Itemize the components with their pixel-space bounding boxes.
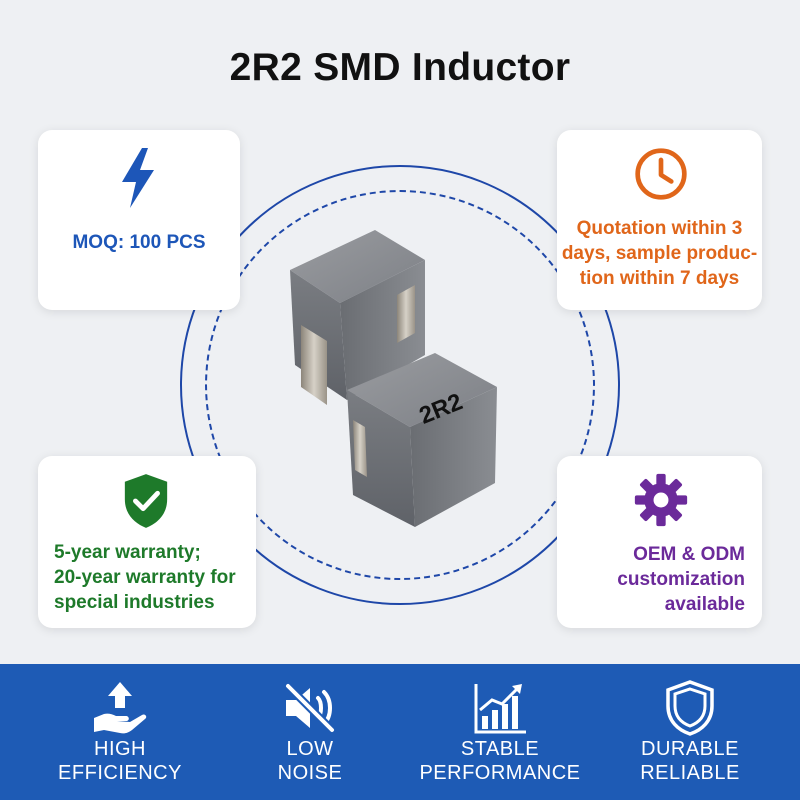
feature-label-2: RELIABLE (640, 762, 740, 784)
warranty-line-3: special industries (54, 592, 215, 613)
warranty-line-2: 20-year warranty for (54, 567, 236, 588)
hand-arrow-up-icon (94, 682, 147, 734)
oem-card: OEM & ODM customization available (557, 456, 762, 628)
quotation-line-2: days, sample produc- (561, 243, 758, 264)
feature-band: HIGH EFFICIENCY LOW NOISE STABLE PERFORM… (0, 664, 800, 800)
clock-icon (635, 148, 687, 200)
feature-stable-performance: STABLE PERFORMANCE (400, 664, 600, 800)
quotation-card: Quotation within 3 days, sample produc- … (557, 130, 762, 310)
growth-chart-icon (474, 684, 526, 734)
feature-label-1: DURABLE (641, 738, 739, 760)
outer-ring (180, 165, 620, 605)
speaker-mute-icon (285, 683, 335, 733)
oem-line-1: OEM & ODM (633, 544, 745, 565)
feature-label-1: STABLE (460, 738, 540, 760)
quotation-line-3: tion within 7 days (579, 268, 740, 289)
inductor-back (290, 230, 425, 405)
quotation-line-1: Quotation within 3 (576, 218, 743, 239)
feature-high-efficiency: HIGH EFFICIENCY (20, 664, 220, 800)
feature-label-1: HIGH (94, 738, 146, 760)
feature-label-1: LOW (286, 738, 334, 760)
inductor-front: 2R2 (347, 353, 497, 527)
shield-icon (666, 680, 714, 736)
quotation-text: Quotation within 3 days, sample produc- … (557, 216, 762, 291)
lightning-icon (122, 148, 154, 208)
warranty-text: 5-year warranty; 20-year warranty for sp… (54, 540, 254, 615)
oem-line-3: available (664, 594, 745, 615)
feature-low-noise: LOW NOISE (210, 664, 410, 800)
feature-label-2: PERFORMANCE (419, 762, 581, 784)
moq-text: MOQ: 100 PCS (72, 232, 206, 253)
gear-icon (634, 473, 688, 527)
inductor-illustration: 2R2 (290, 230, 497, 527)
oem-line-2: customization (617, 569, 745, 590)
shield-check-icon (124, 474, 168, 528)
warranty-card: 5-year warranty; 20-year warranty for sp… (38, 456, 256, 628)
page-title: 2R2 SMD Inductor (229, 46, 571, 89)
feature-label-2: NOISE (277, 762, 343, 784)
feature-durable-reliable: DURABLE RELIABLE (590, 664, 790, 800)
warranty-line-1: 5-year warranty; (54, 542, 201, 563)
moq-card: MOQ: 100 PCS (38, 130, 240, 310)
dashed-ring (205, 190, 595, 580)
feature-label-2: EFFICIENCY (58, 762, 182, 784)
oem-text: OEM & ODM customization available (557, 542, 745, 617)
